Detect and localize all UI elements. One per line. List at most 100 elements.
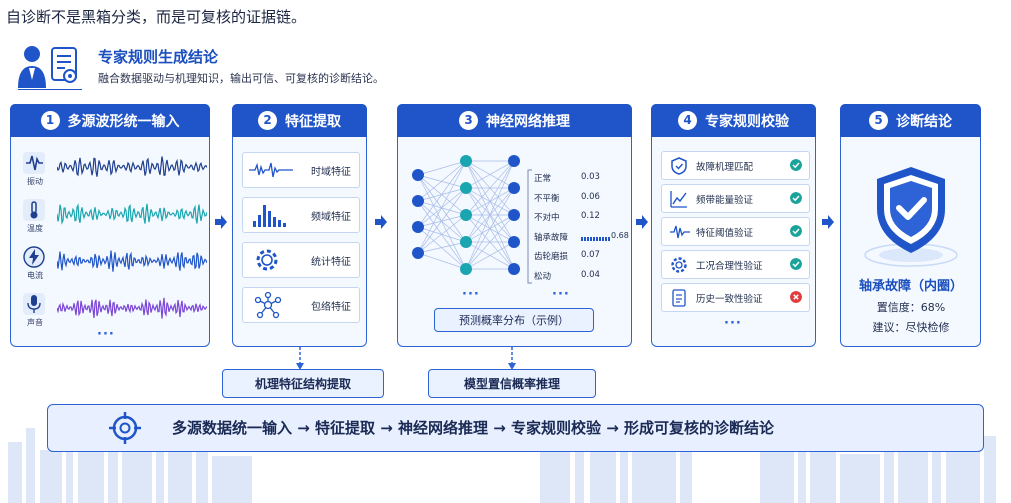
arrow-right-icon — [822, 215, 834, 229]
rule-row: 工况合理性验证 — [661, 250, 810, 279]
probability-value: 0.07 — [581, 250, 600, 260]
feature-label: 频域特征 — [311, 212, 351, 223]
feature-row-envelope: 包络特征 — [242, 287, 360, 323]
feature-label: 统计特征 — [311, 257, 351, 268]
neuron-node — [508, 236, 520, 248]
probability-label: 不平衡 — [534, 193, 560, 204]
probability-value: 0.12 — [581, 211, 600, 221]
neuron-node — [460, 236, 472, 248]
neuron-node — [460, 182, 472, 194]
gear-icon — [671, 257, 687, 273]
target-icon — [109, 412, 141, 444]
connector-model — [508, 347, 516, 370]
neuron-node — [508, 155, 520, 167]
neuron-node — [508, 209, 520, 221]
input-label: 温度 — [27, 224, 43, 233]
top-caption: 自诊断不是黑箱分类，而是可复核的证据链。 — [6, 8, 307, 26]
probability-label: 不对中 — [534, 213, 560, 223]
neural-network-diagram — [412, 155, 520, 275]
feature-structure-box: 机理特征结构提取 — [222, 369, 384, 398]
probability-value: 0.04 — [581, 269, 600, 280]
vibration-waveform — [57, 156, 207, 177]
model-probability-box: 模型置信概率推理 — [428, 369, 596, 398]
microphone-icon — [23, 293, 45, 315]
input-row-sound: 声音 — [21, 292, 221, 327]
panel-diagnosis-conclusion: 5 诊断结论 轴承故障（内圈） 置信度：68% 建议：尽快检修 — [840, 104, 981, 347]
neuron-node — [460, 155, 472, 167]
input-row-vibration: 振动 — [21, 151, 221, 186]
chart-icon — [670, 191, 687, 208]
probability-bracket — [527, 169, 532, 284]
panel-title: 多源波形统一输入 — [67, 113, 180, 130]
probability-caption: 预测概率分布（示例） — [434, 308, 594, 332]
input-label: 电流 — [27, 271, 43, 280]
header: 专家规则生成结论 融合数据驱动与机理知识，输出可信、可复核的诊断结论。 — [18, 42, 518, 94]
more-ellipsis: ··· — [97, 327, 115, 342]
neuron-node — [412, 195, 424, 207]
step-number: 5 — [869, 111, 888, 130]
current-waveform — [57, 250, 207, 272]
rule-label: 历史一致性验证 — [696, 294, 763, 305]
probability-value: 0.03 — [581, 172, 600, 182]
header-title: 专家规则生成结论 — [98, 48, 219, 66]
input-label: 声音 — [27, 318, 43, 327]
expert-document-icon — [18, 46, 82, 90]
header-subtitle: 融合数据驱动与机理知识，输出可信、可复核的诊断结论。 — [98, 72, 384, 85]
thermometer-icon — [23, 199, 45, 221]
neuron-node — [412, 221, 424, 233]
panel-header: 5 诊断结论 — [840, 104, 981, 137]
rule-row: 故障机理匹配 — [661, 151, 810, 180]
probability-label: 齿轮磨损 — [534, 252, 569, 262]
rule-row: 历史一致性验证 — [661, 283, 810, 312]
check-icon — [790, 159, 802, 171]
feature-label: 包络特征 — [311, 302, 351, 313]
rule-label: 频带能量验证 — [696, 195, 754, 206]
process-summary-bar: 多源数据统一输入 → 特征提取 → 神经网络推理 → 专家规则校验 → 形成可复… — [47, 404, 984, 452]
network-icon — [254, 291, 282, 319]
waveform-icon — [249, 162, 293, 178]
probability-label: 正常 — [534, 174, 552, 184]
rule-label: 故障机理匹配 — [696, 162, 754, 173]
neuron-node — [508, 263, 520, 275]
waveform-icon — [670, 225, 690, 239]
fault-type: 轴承故障（内圈） — [858, 279, 963, 294]
temperature-waveform — [57, 203, 207, 225]
confidence-text: 置信度：68% — [876, 301, 946, 314]
check-icon — [790, 258, 802, 270]
shield-icon — [671, 157, 687, 175]
cross-icon — [790, 291, 802, 303]
sound-waveform — [57, 297, 207, 319]
feature-row-frequency-domain: 频域特征 — [242, 197, 360, 233]
spectrum-icon — [253, 205, 286, 227]
connector-feature — [296, 347, 304, 370]
check-icon — [790, 192, 802, 204]
neuron-node — [412, 247, 424, 259]
panel-header: 1 多源波形统一输入 — [10, 104, 210, 137]
gear-icon — [256, 249, 278, 271]
industrial-skyline-background — [8, 420, 996, 503]
arrow-right-icon — [636, 215, 648, 229]
probability-label: 轴承故障 — [534, 232, 569, 243]
more-ellipsis: ··· — [462, 287, 480, 302]
advice-text: 建议：尽快检修 — [872, 321, 950, 334]
probability-value: 0.06 — [581, 191, 600, 202]
neuron-node — [460, 263, 472, 275]
rule-label: 特征阈值验证 — [696, 228, 754, 239]
panel-title: 诊断结论 — [896, 113, 952, 130]
rule-row: 频带能量验证 — [661, 184, 810, 213]
neuron-node — [508, 182, 520, 194]
panel-title: 专家规则校验 — [705, 113, 789, 130]
neuron-node — [460, 209, 472, 221]
vibration-icon — [23, 152, 45, 174]
feature-row-statistical: 统计特征 — [242, 242, 360, 278]
feature-label: 时域特征 — [311, 167, 351, 178]
step-number: 3 — [459, 111, 478, 130]
neuron-node — [412, 169, 424, 181]
step-number: 1 — [40, 111, 60, 130]
more-ellipsis: ··· — [552, 287, 570, 302]
